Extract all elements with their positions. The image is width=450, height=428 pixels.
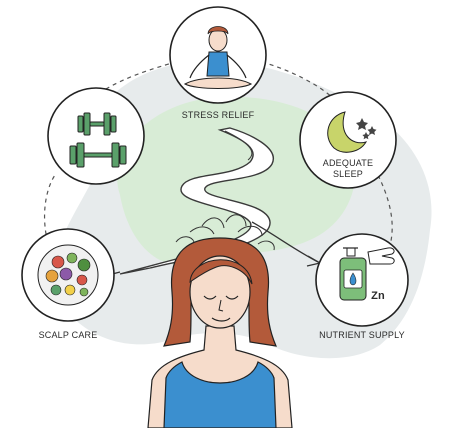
zinc-symbol-text: Zn [371, 290, 385, 302]
nutrient-supply-label: NUTRIENT SUPPLY [319, 330, 405, 340]
dumbbell-icon [69, 112, 127, 168]
moon-stars-icon [327, 111, 377, 153]
nutrient-supply-node [315, 233, 409, 327]
sleep-node [299, 91, 397, 189]
scalp-care-node [21, 228, 115, 322]
background-blob-green [117, 96, 356, 266]
stress-relief-node [169, 6, 267, 104]
exercise-node [47, 87, 145, 185]
healthy-food-plate-icon [37, 244, 99, 306]
scalp-care-label: SCALP CARE [38, 330, 98, 340]
meditation-icon [183, 26, 253, 89]
hand-icon [367, 247, 395, 265]
winding-road [119, 127, 275, 275]
adequate-sleep-label: ADEQUATE SLEEP [322, 158, 374, 179]
woman-hair-loss-icon [147, 214, 293, 428]
stress-relief-label: STRESS RELIEF [181, 110, 255, 120]
zinc-supplement-bottle-icon [339, 247, 367, 301]
